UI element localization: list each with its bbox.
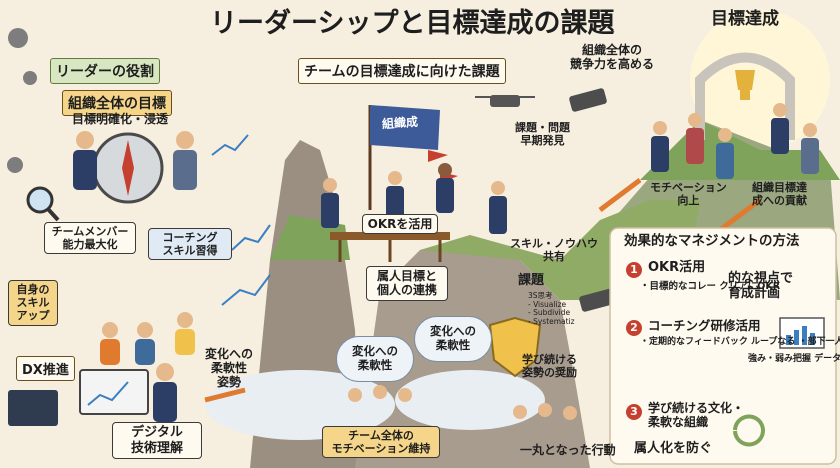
method-panel xyxy=(609,227,837,465)
three-s-note: 3S思考 - Visualize - Subdivide - Systemati… xyxy=(528,291,575,326)
okr-box: OKRを活用 xyxy=(362,214,438,235)
laptop-icon xyxy=(8,390,58,426)
monitor-icon xyxy=(79,369,149,415)
method-heading: 効果的なマネジメントの方法 xyxy=(624,233,800,249)
progress-arrows xyxy=(204,178,762,403)
method-detail-2: ・定期的なフィードバック ループなる ・部下一人ひとりの 能力開発支援 xyxy=(640,337,840,347)
camera-icon-2 xyxy=(579,288,617,312)
method-num-1: 1 xyxy=(626,262,642,278)
trophy-icon xyxy=(735,70,755,90)
trophy-base xyxy=(740,90,750,100)
drone-icon xyxy=(475,95,535,107)
leader-role-heading: リーダーの役割 xyxy=(50,58,160,84)
individual-goal-box: 属人目標と 個人の連携 xyxy=(366,266,448,301)
prevent-silo-label: 属人化を防ぐ xyxy=(634,441,713,456)
method-detail-1: ・目標的なコレー クリアにOKR xyxy=(640,281,781,292)
cloud-left xyxy=(205,370,395,440)
cycle-icon xyxy=(733,414,765,447)
camera-icon xyxy=(569,88,607,112)
skill-share-label: スキル・ノウハウ 共有 xyxy=(510,237,598,263)
unity-label: 一丸となった行動 xyxy=(520,443,616,457)
magnifier-icon xyxy=(26,186,54,214)
flag-text: 組織成 xyxy=(381,114,419,132)
method-side-2: 強み・弱み把握 データ判断 (3Kに頼らない) xyxy=(748,354,840,364)
method-side-1: 的な視点で 育成計画 xyxy=(728,271,794,301)
motivation-up-label: モチベーション 向上 xyxy=(650,181,727,207)
digital-box: デジタル 技術理解 xyxy=(112,422,202,460)
bridge-posts xyxy=(338,240,442,262)
method-title-3: 学び続ける文化・ 柔軟な組織 xyxy=(648,401,745,429)
trophy-arch xyxy=(695,52,795,140)
change-flex-label: 変化への 柔軟性 姿勢 xyxy=(205,347,254,389)
team-capability-box: チームメンバー 能力最大化 xyxy=(44,222,136,255)
learning-label: 学び続ける 姿勢の奨励 xyxy=(522,353,577,379)
bridge-deck xyxy=(330,232,450,240)
center-heading: チームの目標達成に向けた課題 xyxy=(298,58,506,84)
org-goal-banner: 組織全体の目標 xyxy=(62,90,172,116)
method-title-1: OKR活用 xyxy=(648,260,706,275)
dx-label: DX推進 xyxy=(16,356,75,381)
chart-icons xyxy=(211,134,271,306)
issue-detect-label: 課題・問題 早期発見 xyxy=(515,121,570,147)
cloud-right xyxy=(395,370,545,430)
page-title: リーダーシップと目標達成の課題 xyxy=(210,8,615,39)
shield-icon xyxy=(488,316,542,378)
method-num-2: 2 xyxy=(626,320,642,336)
goal-label: 目標達成 xyxy=(711,9,779,29)
people xyxy=(73,103,819,422)
compass-needle xyxy=(122,140,134,196)
method-title-2: コーチング研修活用 xyxy=(648,318,761,333)
gear-icons xyxy=(7,28,37,173)
method-num-3: 3 xyxy=(626,404,642,420)
goal-clarify-label: 目標明確化・浸透 xyxy=(72,112,169,126)
kadai-label: 課題 xyxy=(518,273,545,288)
goal-note: 組織全体の 競争力を高める xyxy=(570,43,655,71)
motivation-box: チーム全体の モチベーション維持 xyxy=(322,426,440,459)
flex-cloud-1: 変化への 柔軟性 xyxy=(336,336,414,382)
flag xyxy=(370,105,440,150)
contribution-label: 組織目標達 成への貢献 xyxy=(752,181,807,207)
self-skill-box: 自身の スキル アップ xyxy=(8,280,58,326)
flex-cloud-2: 変化への 柔軟性 xyxy=(414,316,492,362)
coaching-box: コーチング スキル習得 xyxy=(148,228,232,261)
red-flag-1 xyxy=(428,150,448,162)
